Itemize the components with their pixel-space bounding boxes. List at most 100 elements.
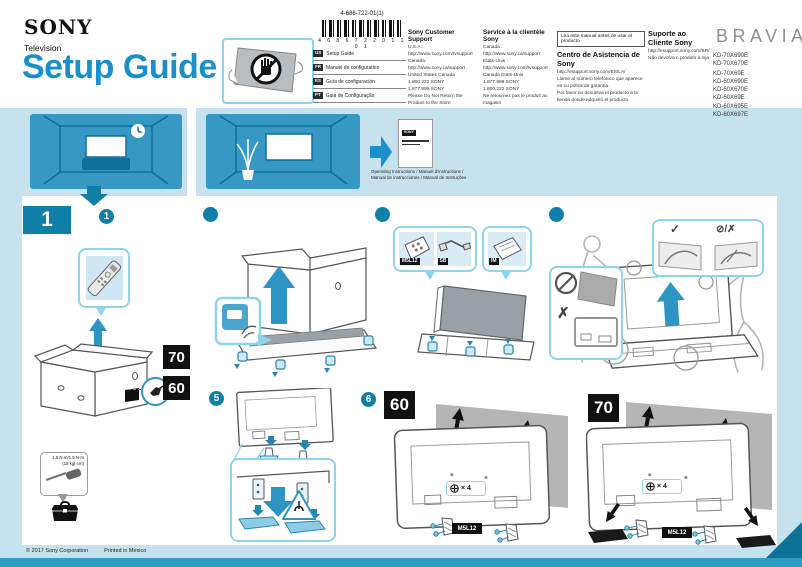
model-number: KD-60X697E: [713, 111, 749, 118]
model-number: KD-70X670E: [713, 61, 749, 68]
footer: © 2017 Sony Corporation Printed in Mexic…: [26, 548, 146, 554]
language-row: US Setup Guide: [313, 47, 406, 61]
support-body-pt: http://esupport.sony.com/BR/ Não devolva…: [648, 49, 710, 61]
language-label: Manuel de configuration: [326, 64, 380, 71]
support-body-fr: Canada : http://www.sony.ca/support État…: [483, 45, 548, 106]
screw-count-callout-70: × 4: [642, 479, 682, 494]
size-badge-60: 60: [163, 376, 190, 400]
right-margin-strip: [777, 196, 802, 567]
right-arrow-icon: [370, 136, 392, 168]
wall-mount-illustration: [206, 114, 360, 189]
language-code: PT: [313, 92, 323, 99]
language-row: ES Guía de configuración: [313, 75, 406, 89]
parts-callout-tail: [424, 270, 436, 280]
language-code: ES: [313, 78, 324, 85]
screw-count-callout-60: × 4: [446, 481, 486, 496]
toolbox-icon: [52, 501, 78, 521]
screw-count-label: × 4: [657, 483, 667, 490]
no-cross-mark: ⊘/✗: [716, 224, 736, 235]
bottom-teal-bar: [0, 558, 802, 567]
size-badge-60-step6: 60: [384, 391, 415, 419]
screw-icon: [450, 484, 459, 493]
language-code: FR: [313, 64, 323, 71]
torque-callout-tail: [58, 494, 68, 503]
manual-bag-cell: IM: [488, 232, 526, 266]
tv-in-foam-illustration: [417, 285, 535, 361]
support-column-en: Sony Customer Support U.S.A.: http://www…: [408, 29, 480, 108]
model-list: KD-70X690E KD-70X670E KD-70X69E KD-60X69…: [713, 52, 748, 119]
unboxing-illustration: [33, 343, 153, 417]
bravia-logo: BRAVIA: [716, 26, 802, 46]
left-margin-strip: [0, 196, 22, 567]
page-title: Setup Guide: [22, 48, 217, 86]
attach-legs-illustration: [233, 388, 334, 462]
section-number-box: 1: [23, 206, 71, 234]
grip-position-callout: ✓ ⊘/✗: [652, 219, 764, 277]
model-number: KD-60X690E: [713, 79, 749, 86]
operating-instructions-booklet: SONY: [398, 119, 433, 168]
size-badge-70-step6: 70: [588, 394, 619, 422]
booklet-brand-label: SONY: [402, 130, 416, 136]
support-body-es: http://esupport.sony.com/ES/LA/ Llame al…: [557, 70, 643, 103]
no-laydown-callout: ✗: [549, 266, 623, 360]
language-label: Guia de Configuração: [325, 92, 375, 99]
category-label: Television: [24, 43, 62, 53]
part-number: 4-686-722-01(1): [340, 11, 384, 17]
room-placement-illustration: [30, 114, 182, 189]
support-column-pt: Suporte ao Cliente Sony http://esupport.…: [648, 29, 712, 63]
no-touch-screen-icon: [222, 38, 314, 104]
remote-icon: [86, 256, 123, 300]
cross-mark: ✗: [557, 305, 570, 322]
model-number: KD-60X695E: [713, 103, 749, 110]
size-badge-70: 70: [163, 345, 190, 369]
screw-icon: [646, 482, 655, 491]
model-number: KD-70X69E: [713, 71, 745, 78]
leg-detail-callout: [230, 458, 336, 542]
torque-value-alt: (15 kgf·cm): [62, 461, 84, 467]
torque-value: 1.5 N·m/1.5 N·m: [52, 455, 84, 460]
screw-count-label: × 4: [461, 485, 471, 492]
leader-dashed-line: [128, 389, 141, 390]
model-number: KD-70X690E: [713, 53, 749, 59]
support-title-pt: Suporte ao Cliente Sony: [648, 29, 693, 47]
barcode: [322, 20, 404, 37]
read-manual-notice: Lea este manual antes de usar el product…: [557, 31, 645, 47]
grip-detail-icon: [658, 241, 758, 271]
support-title-fr: Service à la clientèle Sony: [483, 29, 545, 43]
support-title-en: Sony Customer Support: [408, 29, 455, 43]
stand-part-cell: SB: [436, 232, 471, 266]
torque-note-callout: 1.5 N·m/1.5 N·m (15 kgf·cm): [40, 452, 88, 496]
screw-label-m5l12-60: M5L12: [452, 523, 482, 534]
parts-callout-screws-stand: M5L12 SB: [393, 226, 477, 272]
stand-screws-70-illustration: [586, 402, 776, 548]
instructions-caption: Operating Instructions / Manuel d'instru…: [371, 169, 467, 181]
model-number: KD-60X670E: [713, 87, 749, 94]
language-label: Guía de configuración: [326, 78, 375, 85]
bottom-margin-strip: [0, 545, 802, 558]
support-body-en: U.S.A.: http://www.sony.com/tvsupport Ca…: [408, 45, 473, 106]
parts-callout-manual: IM: [482, 226, 532, 272]
part-label-im: IM: [489, 258, 499, 265]
step-bullet-1: 1: [99, 209, 114, 224]
down-arrow-icon: [80, 186, 108, 206]
screws-bag-cell: M5L12: [399, 232, 434, 266]
prohibition-icon: [554, 271, 618, 347]
model-number: KD-60X69E: [713, 95, 745, 102]
step-bullet-2: [203, 207, 218, 222]
step-bullet-6: 6: [361, 392, 376, 407]
language-row: PT Guia de Configuração: [313, 89, 406, 103]
part-label-m5l12: M5L12: [400, 258, 420, 265]
manual-callout-tail: [500, 270, 512, 280]
screwdriver-icon: [45, 468, 82, 481]
step-bullet-5: 5: [209, 391, 224, 406]
language-label: Setup Guide: [326, 50, 355, 57]
remote-callout-tail: [95, 306, 107, 316]
sony-logo: SONY: [24, 15, 93, 39]
support-column-es: Lea este manual antes de usar el product…: [557, 29, 645, 105]
step-bullet-3: [375, 207, 390, 222]
barcode-digits: 4 6 8 6 7 2 2 0 1 1 0 1: [318, 38, 406, 50]
language-code: US: [313, 50, 324, 57]
remote-callout: [78, 248, 130, 308]
support-column-fr: Service à la clientèle Sony Canada : htt…: [483, 29, 555, 108]
